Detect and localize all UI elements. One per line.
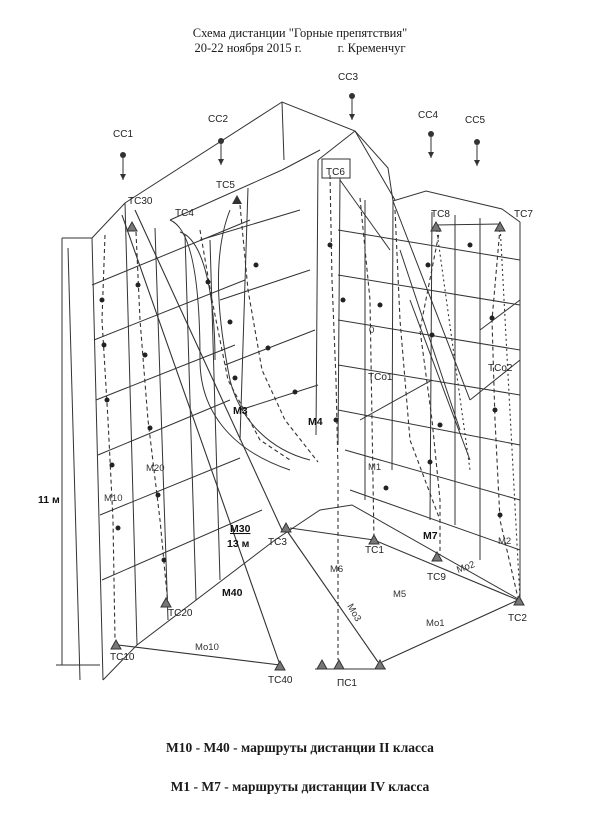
svg-text:ТСо2: ТСо2 (488, 363, 513, 374)
label-m10: М10 (104, 493, 122, 504)
label-m4: М4 (308, 416, 323, 428)
wall-top-ridge (91, 101, 521, 239)
svg-text:ТС5: ТС5 (216, 180, 235, 191)
stage-tco1: ТСо1 (368, 372, 393, 383)
svg-text:ТС40: ТС40 (268, 675, 293, 686)
svg-text:ТС10: ТС10 (110, 652, 135, 663)
label-m5: М5 (393, 589, 406, 600)
label-mo10: Мо10 (195, 642, 219, 653)
svg-text:ТС30: ТС30 (128, 196, 153, 207)
route-m6 (329, 174, 339, 660)
event-city: г. Кременчуг (337, 41, 406, 55)
label-m40: М40 (222, 587, 243, 599)
svg-text:ТС6: ТС6 (326, 167, 345, 178)
safety-station-cc1: СС1 (113, 129, 133, 180)
route-m3 (199, 229, 291, 461)
wall-structure (62, 101, 521, 681)
stages: ТС30 ТС4 ТС5 ТС6 ТС8 ТС7 ТСо1 ТСо2 ТС (110, 158, 533, 689)
stage-tc20: ТС20 (160, 596, 193, 619)
legend-class-iv: М1 - М7 - маршруты дистанции IV класса (170, 779, 430, 794)
stage-tc6: ТС6 (321, 158, 351, 179)
svg-text:ПС1: ПС1 (337, 678, 357, 689)
label-m2: М2 (498, 536, 511, 547)
route-m1 (359, 197, 375, 541)
svg-text:СС4: СС4 (418, 110, 438, 121)
stage-tc9: ТС9 (427, 550, 446, 583)
svg-text:СС3: СС3 (338, 72, 358, 83)
stage-tc3: ТС3 (268, 521, 292, 548)
stage-tc1: ТС1 (365, 533, 384, 556)
label-m3: М3 (233, 405, 248, 417)
route-m4 (239, 204, 319, 463)
label-m1: М1 (368, 462, 381, 473)
stage-tc7: ТС7 (494, 209, 533, 232)
stage-pc1: ПС1 (315, 658, 386, 689)
safety-station-cc3: СС3 (338, 72, 358, 120)
route-mo3 (284, 527, 379, 663)
stage-tc4: ТС4 (175, 208, 194, 219)
route-mo10 (117, 644, 281, 666)
holds (99, 242, 503, 563)
label-m30: М30 (230, 523, 251, 535)
event-date: 20-22 ноября 2015 г. (194, 41, 302, 55)
label-m20: М20 (146, 463, 164, 474)
svg-text:ТС20: ТС20 (168, 608, 193, 619)
route-mo1 (381, 599, 519, 663)
svg-text:ТС4: ТС4 (175, 208, 194, 219)
svg-text:СС5: СС5 (465, 115, 485, 126)
height-dimension: 11 м (38, 238, 100, 666)
stage-tco2: ТСо2 (488, 363, 513, 374)
route-tc3-tc1 (289, 527, 375, 541)
diagram-title: Схема дистанции "Горные препятствия" (192, 26, 408, 40)
label-m30-length: 13 м (227, 538, 250, 550)
safety-station-cc2: СС2 (208, 114, 228, 165)
zero-mark: 0 (369, 325, 374, 336)
stage-tc2: ТС2 (508, 594, 527, 624)
label-mo3: Мо3 (344, 602, 363, 624)
route-m40-line (121, 214, 281, 666)
route-tc8-tc7 (435, 223, 501, 226)
diagram-subtitle: 20-22 ноября 2015 г. г. Кременчуг (0, 41, 600, 55)
label-m6: М6 (330, 564, 343, 575)
legend-class-ii: М10 - М40 - маршруты дистанции II класса (166, 740, 434, 755)
stage-tc5: ТС5 (216, 180, 242, 204)
stage-tc10: ТС10 (110, 638, 135, 663)
svg-text:ТС7: ТС7 (514, 209, 533, 220)
route-m10 (101, 234, 116, 641)
svg-text:СС2: СС2 (208, 114, 228, 125)
svg-text:ТС9: ТС9 (427, 572, 446, 583)
route-m20 (135, 231, 169, 606)
routes (101, 174, 521, 666)
svg-text:СС1: СС1 (113, 129, 133, 140)
route-m5 (394, 209, 441, 521)
label-mo1: Мо1 (426, 618, 445, 629)
route-m30-line (134, 209, 283, 531)
route-m2 (491, 227, 519, 599)
svg-text:ТСо1: ТСо1 (368, 372, 393, 383)
stage-tc30: ТС30 (126, 196, 153, 232)
svg-text:ТС8: ТС8 (431, 209, 450, 220)
stage-tc8: ТС8 (430, 209, 450, 232)
safety-stations: СС1 СС2 СС3 СС4 СС5 (113, 72, 485, 180)
height-label: 11 м (38, 494, 60, 506)
svg-text:ТС3: ТС3 (268, 537, 287, 548)
safety-station-cc4: СС4 (418, 110, 438, 158)
svg-text:ТС1: ТС1 (365, 545, 384, 556)
svg-text:ТС2: ТС2 (508, 613, 527, 624)
safety-station-cc5: СС5 (465, 115, 485, 166)
route-mo2 (373, 539, 519, 601)
label-m7: М7 (423, 530, 438, 542)
stage-tc40: ТС40 (268, 659, 293, 686)
